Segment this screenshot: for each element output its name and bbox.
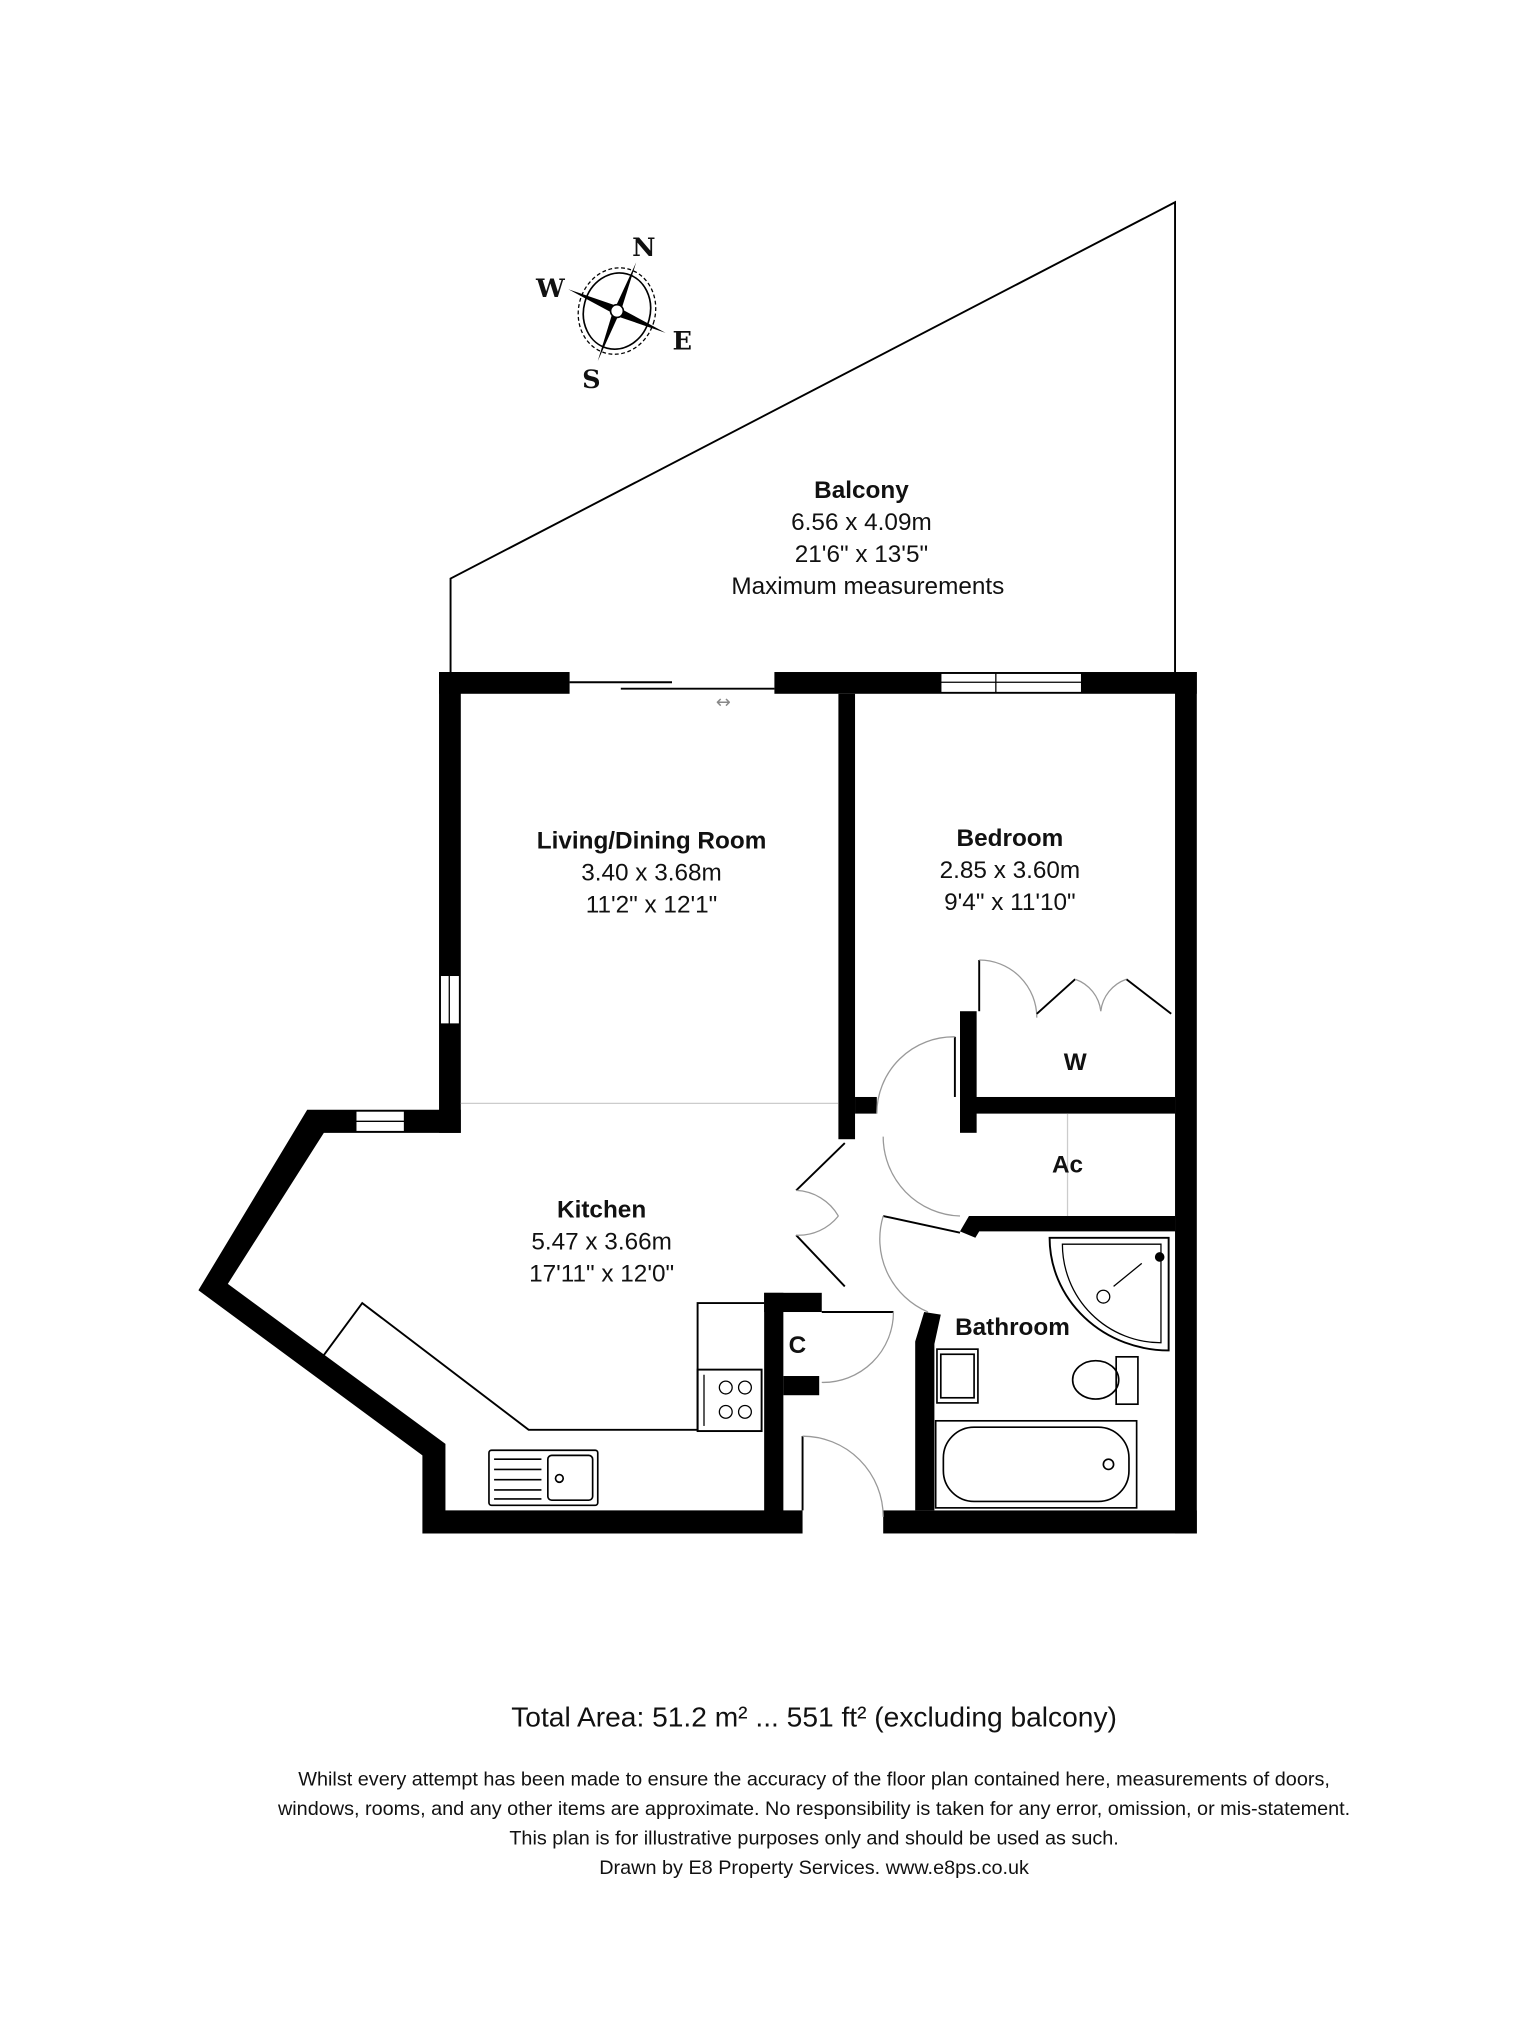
bedroom-name: Bedroom	[957, 825, 1064, 852]
living-imperial: 11'2" x 12'1"	[586, 892, 718, 919]
compass-rose-icon	[568, 262, 666, 361]
hob-icon	[703, 1374, 752, 1426]
bath-icon	[934, 1419, 1138, 1509]
doors	[795, 959, 1172, 1517]
total-area: Total Area: 51.2 m² ... 551 ft² (excludi…	[511, 1702, 1117, 1733]
disclaimer-line: Whilst every attempt has been made to en…	[298, 1769, 1330, 1791]
cupboard-label: C	[789, 1332, 807, 1359]
basin-icon	[936, 1348, 979, 1404]
disclaimer-line: This plan is for illustrative purposes o…	[509, 1828, 1119, 1850]
bathroom-name: Bathroom	[955, 1314, 1070, 1341]
wardrobe-label: W	[1064, 1049, 1087, 1076]
compass-north-label: N	[632, 233, 655, 263]
kitchen-imperial: 17'11" x 12'0"	[529, 1260, 674, 1287]
airing-cupboard-label: Ac	[1052, 1152, 1083, 1179]
compass-south-label: S	[582, 365, 600, 395]
balcony-name: Balcony	[814, 477, 909, 504]
balcony-metric: 6.56 x 4.09m	[791, 509, 932, 536]
bedroom-metric: 2.85 x 3.60m	[940, 857, 1081, 884]
bedroom-imperial: 9'4" x 11'10"	[944, 889, 1076, 916]
living-name: Living/Dining Room	[537, 828, 767, 855]
balcony-note: Maximum measurements	[731, 573, 1004, 600]
credit-line: Drawn by E8 Property Services. www.e8ps.…	[599, 1857, 1029, 1879]
compass-east-label: E	[672, 326, 692, 356]
kitchen-name: Kitchen	[557, 1196, 646, 1223]
balcony-imperial: 21'6" x 13'5"	[795, 541, 928, 568]
sink-icon	[488, 1449, 599, 1507]
sliding-door: ↔	[569, 681, 775, 713]
compass-west-label: W	[535, 274, 566, 304]
balcony-outline	[449, 200, 1176, 673]
living-metric: 3.40 x 3.68m	[581, 860, 722, 887]
kitchen-metric: 5.47 x 3.66m	[531, 1228, 672, 1255]
kitchen-worktop	[321, 1301, 765, 1433]
toilet-icon	[1071, 1355, 1139, 1406]
disclaimer-line: windows, rooms, and any other items are …	[277, 1798, 1350, 1820]
svg-text:↔: ↔	[716, 692, 731, 713]
window	[355, 672, 1083, 1133]
shower-icon	[1048, 1236, 1170, 1352]
